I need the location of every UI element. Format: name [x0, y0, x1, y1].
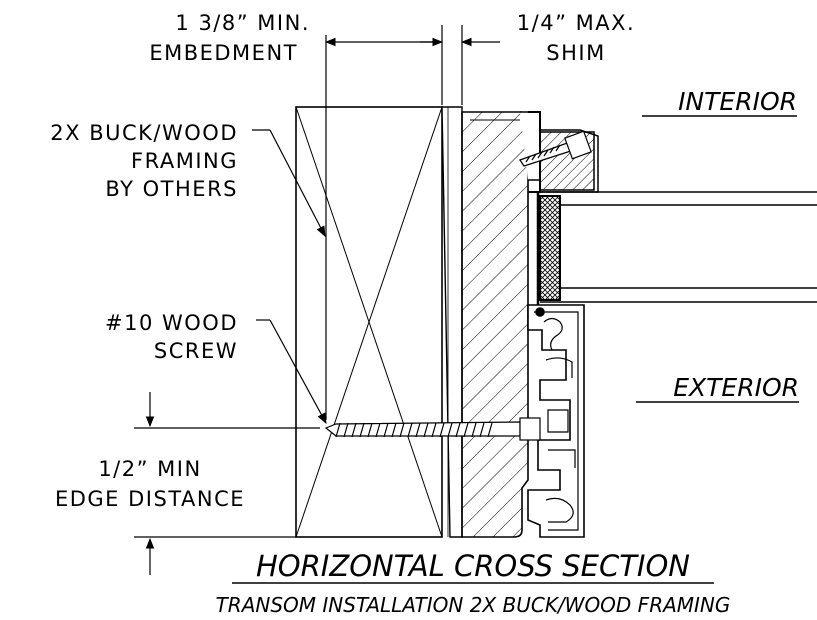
label-screw-line2: SCREW: [154, 339, 238, 363]
label-exterior: EXTERIOR: [673, 373, 799, 402]
frame-profile: [527, 304, 585, 538]
leader-screw: [256, 319, 327, 424]
drawing-title: HORIZONTAL CROSS SECTION: [256, 549, 690, 583]
wood-screw: [324, 417, 541, 441]
label-shim-line1: 1/4” MAX.: [517, 11, 635, 35]
wood-buck: [295, 106, 443, 538]
leader-buck: [252, 129, 326, 237]
dimension-embedment: [324, 25, 500, 420]
label-embedment-line2: EMBEDMENT: [149, 41, 298, 65]
label-buck-line2: FRAMING: [131, 149, 238, 173]
shim: [441, 106, 463, 538]
label-buck-line1: 2X BUCK/WOOD: [50, 121, 238, 145]
label-buck-line3: BY OTHERS: [105, 177, 238, 201]
label-shim-line2: SHIM: [546, 41, 605, 65]
label-screw-line1: #10 WOOD: [105, 311, 238, 335]
window-frame: [461, 111, 529, 538]
label-interior: INTERIOR: [678, 87, 797, 116]
label-edge-line1: 1/2” MIN: [98, 457, 201, 481]
glazing: [536, 191, 817, 305]
stop-screw: [519, 130, 592, 167]
dimension-edge-distance: [134, 392, 320, 575]
drawing-subtitle: TRANSOM INSTALLATION 2X BUCK/WOOD FRAMIN…: [216, 593, 731, 617]
label-embedment-line1: 1 3/8” MIN.: [175, 11, 310, 35]
label-edge-line2: EDGE DISTANCE: [55, 487, 245, 511]
